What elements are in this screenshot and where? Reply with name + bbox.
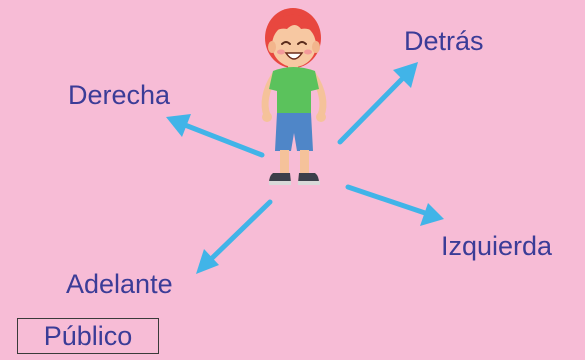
arrow-detras	[337, 76, 405, 145]
arrowhead-izquierda	[420, 203, 444, 226]
label-derecha: Derecha	[68, 80, 171, 110]
label-adelante: Adelante	[66, 269, 173, 299]
arrow-adelante	[205, 199, 273, 265]
arrow-izquierda	[345, 184, 431, 217]
arrowhead-derecha	[166, 114, 191, 137]
smiling-boy-icon	[261, 8, 327, 185]
audience-box: Público	[17, 318, 159, 354]
label-izquierda: Izquierda	[441, 231, 553, 261]
arrowhead-detras	[393, 62, 418, 88]
arrow-derecha	[182, 122, 265, 158]
audience-label: Público	[43, 320, 133, 351]
label-detras: Detrás	[404, 26, 484, 56]
arrowhead-adelante	[196, 249, 219, 274]
